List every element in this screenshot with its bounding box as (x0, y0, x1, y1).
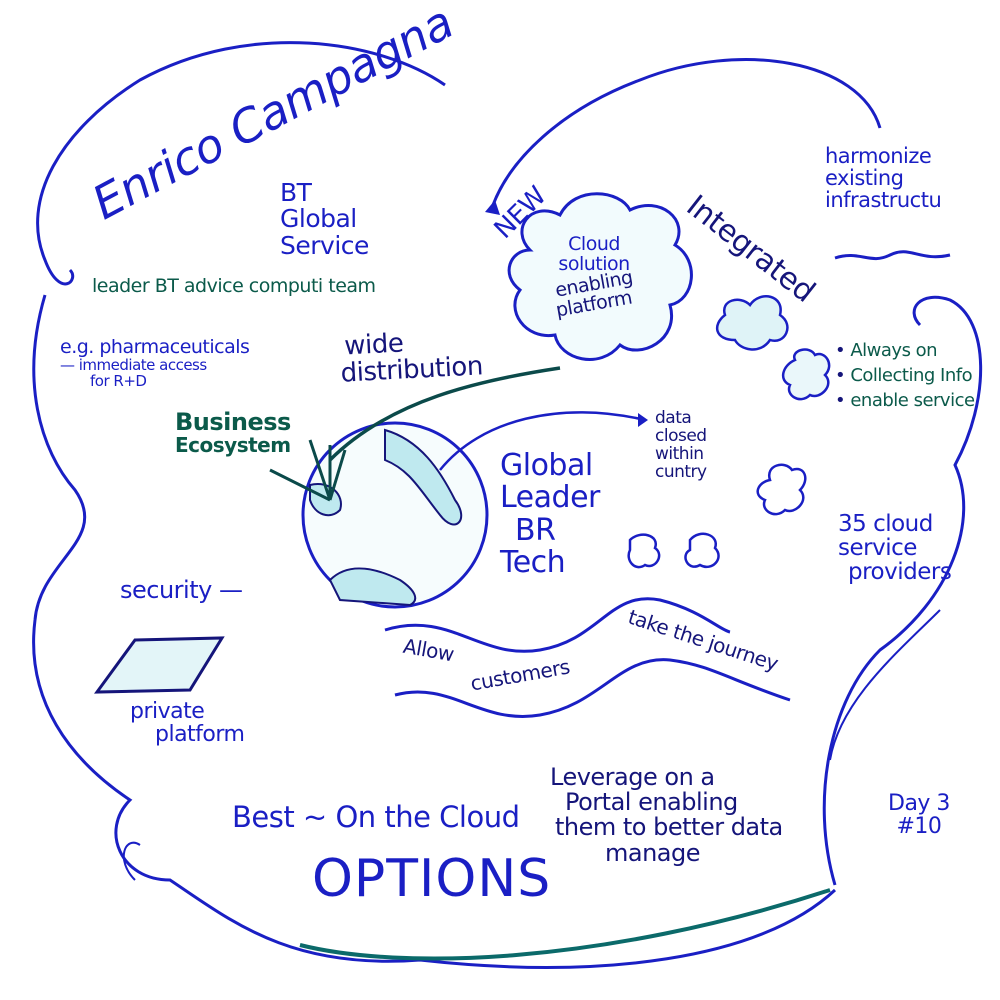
data-line: data (655, 408, 692, 428)
bullet-item: • enable service (835, 390, 975, 412)
grass-lines (269, 439, 347, 502)
providers-text: 35 cloud service providers (838, 511, 952, 586)
harmonize-line: existing (825, 166, 904, 191)
small-cloud (756, 463, 807, 516)
frame-curve (829, 609, 941, 761)
providers-line: 35 cloud (838, 511, 933, 537)
data-line: closed (655, 425, 707, 446)
security-label: security — (120, 576, 243, 604)
arrowhead (485, 200, 500, 215)
private-platform: private platform (130, 699, 245, 748)
leverage-text: Leverage on a Portal enabling them to be… (550, 763, 783, 867)
frame-curve (299, 888, 831, 961)
globe-land (328, 567, 417, 607)
platform-line: platform (155, 722, 245, 748)
day-line: Day 3 (888, 791, 950, 816)
frame-curve (32, 294, 837, 969)
journey-wave (394, 658, 791, 718)
small-cloud (684, 532, 720, 568)
small-cloud (781, 348, 831, 401)
leverage-line: them to better data (555, 813, 783, 842)
harmonize-line: harmonize (825, 144, 932, 168)
leader-line: BR (515, 512, 556, 548)
bullet-text: Collecting Info (850, 365, 973, 387)
example-line: e.g. pharmaceuticals (60, 336, 250, 358)
bullet-text: Always on (850, 340, 938, 361)
cloud-solution-text: Cloud solution enabling platform (554, 233, 635, 321)
org-line: Global (280, 204, 357, 234)
private-line: private (130, 699, 205, 724)
day-label: Day 3 #10 (888, 792, 950, 838)
global-leader-text: Global Leader BR Tech (500, 448, 600, 581)
cloud-shape (507, 192, 693, 361)
best-on-cloud: Best ~ On the Cloud (232, 800, 520, 834)
leader-line: Global (500, 448, 593, 483)
platform-shape (93, 636, 225, 694)
org-line: Service (280, 230, 369, 260)
bullet-item: • Always on (835, 340, 938, 361)
data-line: within (655, 443, 704, 464)
bullet-text: enable service (850, 390, 975, 412)
providers-line: service (838, 535, 917, 562)
cloud-line: solution (558, 252, 630, 275)
role-label: leader BT advice computi team (92, 275, 376, 297)
arrowhead (638, 413, 648, 427)
options-label: OPTIONS (312, 849, 552, 909)
cloud-line: Cloud (568, 233, 620, 255)
data-closed-text: data closed within cuntry (655, 408, 707, 482)
leader-line: Leader (500, 480, 600, 516)
example-line: — immediate access (60, 355, 207, 374)
example-line: for R+D (90, 371, 147, 390)
bullet-item: • Collecting Info (835, 365, 973, 387)
bullet-list: • Always on • Collecting Info • enable s… (835, 338, 975, 414)
small-cloud (627, 533, 661, 569)
leverage-line: manage (605, 838, 701, 867)
leader-line: Tech (500, 545, 566, 581)
day-line: #10 (896, 814, 942, 840)
harmonize-line: infrastructu (825, 188, 942, 213)
business-ecosystem: Business Ecosystem (175, 408, 291, 458)
journey-wave (384, 597, 731, 653)
business-line: Business (175, 408, 291, 436)
data-arrow (439, 411, 646, 471)
example-text: e.g. pharmaceuticals — immediate access … (60, 336, 250, 390)
squiggle (834, 250, 951, 260)
org-label: BT Global Service (280, 178, 369, 260)
distribution-arrow (328, 366, 561, 462)
data-line: cuntry (655, 461, 707, 482)
frame-curve (822, 295, 983, 886)
providers-line: providers (848, 559, 952, 586)
arrow-to-new (491, 58, 882, 206)
org-line: BT (280, 178, 312, 207)
leverage-line: Portal enabling (565, 788, 738, 817)
globe-land (384, 428, 463, 526)
small-cloud (715, 295, 789, 351)
leverage-line: Leverage on a (550, 763, 715, 791)
ecosystem-line: Ecosystem (175, 433, 291, 458)
frame-curve (36, 41, 446, 286)
wide-distribution: wide distribution (339, 326, 484, 389)
curl (122, 841, 141, 881)
harmonize-text: harmonize existing infrastructu (825, 144, 942, 213)
